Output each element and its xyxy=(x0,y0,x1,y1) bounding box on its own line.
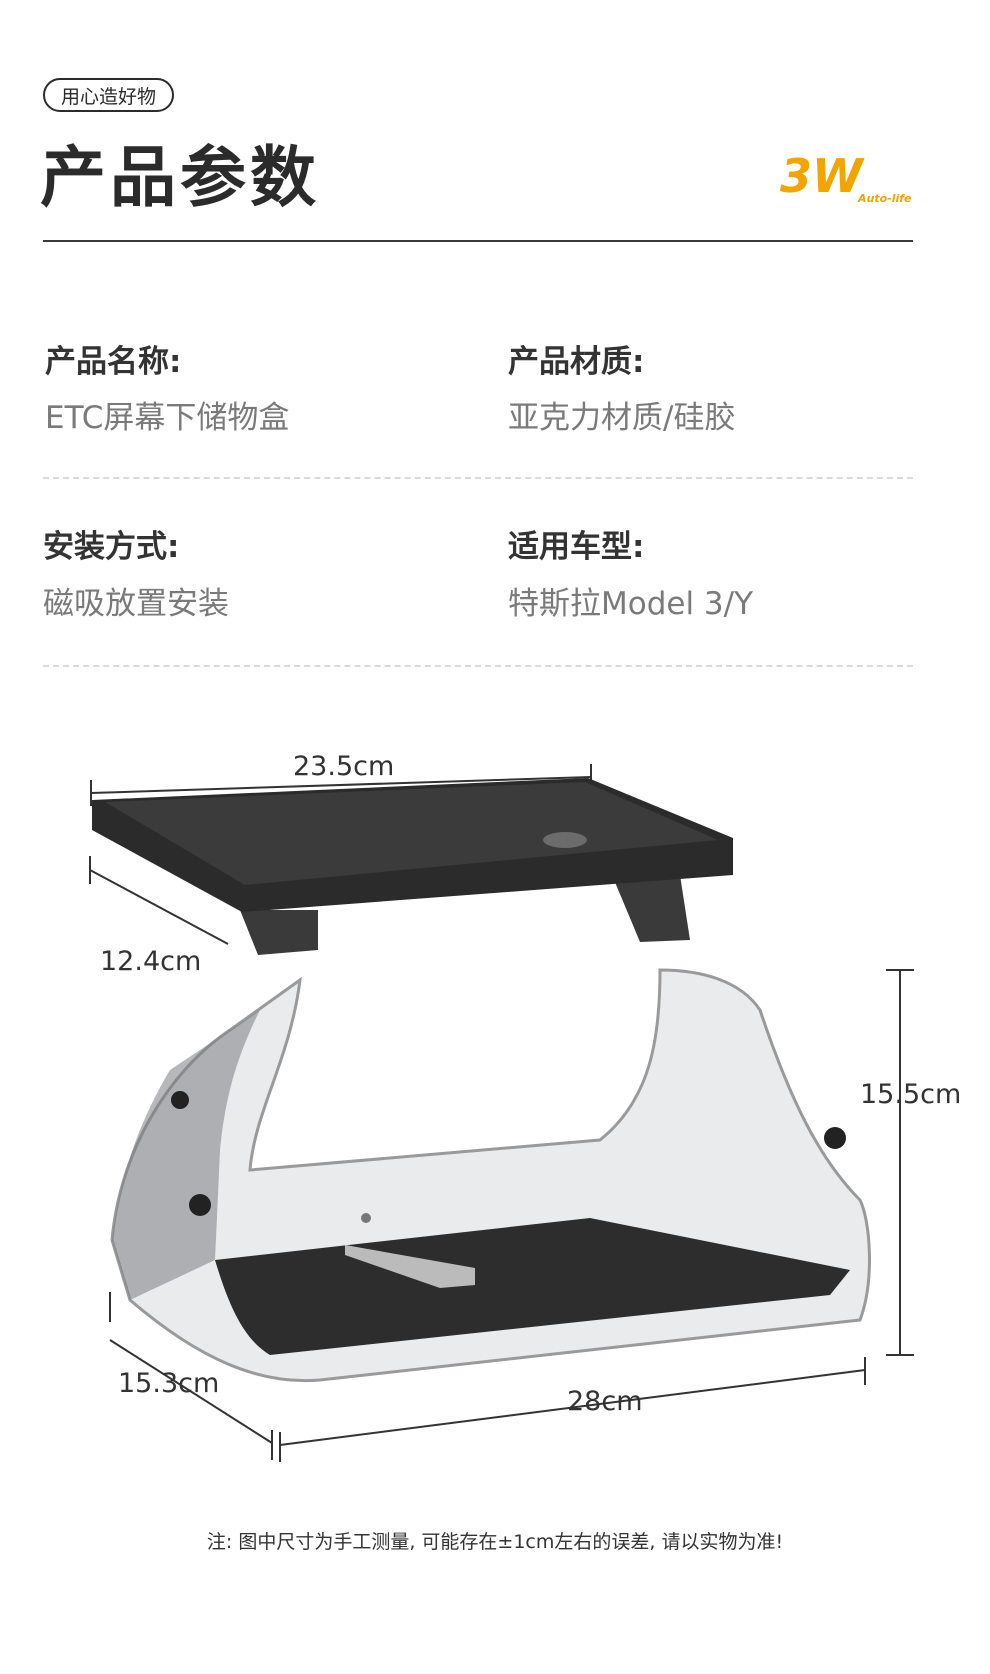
param-label-material: 产品材质: xyxy=(508,344,645,380)
dim-line-base-width xyxy=(279,1357,866,1462)
screw-dot xyxy=(824,1127,846,1149)
screw-dot xyxy=(361,1213,371,1223)
page-title: 产品参数 xyxy=(40,139,320,216)
param-divider xyxy=(43,665,913,667)
dim-label-top-depth: 12.4cm xyxy=(100,946,201,977)
param-label-install: 安装方式: xyxy=(43,529,180,565)
dim-line-height xyxy=(886,969,914,1356)
slogan-tag: 用心造好物 xyxy=(43,78,175,112)
param-value-model: 特斯拉Model 3/Y xyxy=(508,586,754,622)
param-value-name: ETC屏幕下储物盒 xyxy=(45,400,290,436)
product-illustration xyxy=(92,778,871,1383)
screw-dot xyxy=(171,1091,189,1109)
screw-dot xyxy=(189,1194,211,1216)
header-divider xyxy=(43,240,913,242)
brand-logo: 3W Auto-life xyxy=(780,150,912,205)
param-value-install: 磁吸放置安装 xyxy=(43,586,229,622)
tray-magnet-dot xyxy=(543,832,587,848)
dim-line-top-depth xyxy=(89,856,229,945)
left-support-arm xyxy=(240,910,318,955)
right-support-arm xyxy=(612,875,690,942)
top-tray-surface xyxy=(105,782,718,885)
handle-piece xyxy=(345,1245,475,1288)
logo-main-text: 3W xyxy=(780,150,865,203)
product-dimension-diagram: 23.5cm 12.4cm 15.5cm 15.3cm 28cm xyxy=(89,751,961,1462)
dim-label-top-width: 23.5cm xyxy=(293,751,394,782)
param-value-material: 亚克力材质/硅胶 xyxy=(508,400,736,436)
measurement-footnote: 注: 图中尺寸为手工测量, 可能存在±1cm左右的误差, 请以实物为准! xyxy=(206,1531,784,1553)
dim-line-base-depth xyxy=(109,1292,273,1460)
logo-sub-text: Auto-life xyxy=(857,192,912,205)
tinted-side-panel xyxy=(112,1010,260,1300)
param-label-model: 适用车型: xyxy=(508,529,645,565)
dim-label-base-depth: 15.3cm xyxy=(118,1368,219,1399)
param-label-name: 产品名称: xyxy=(45,344,182,380)
dim-label-base-width: 28cm xyxy=(567,1386,643,1417)
param-divider xyxy=(43,477,913,479)
dim-label-height: 15.5cm xyxy=(860,1079,961,1110)
